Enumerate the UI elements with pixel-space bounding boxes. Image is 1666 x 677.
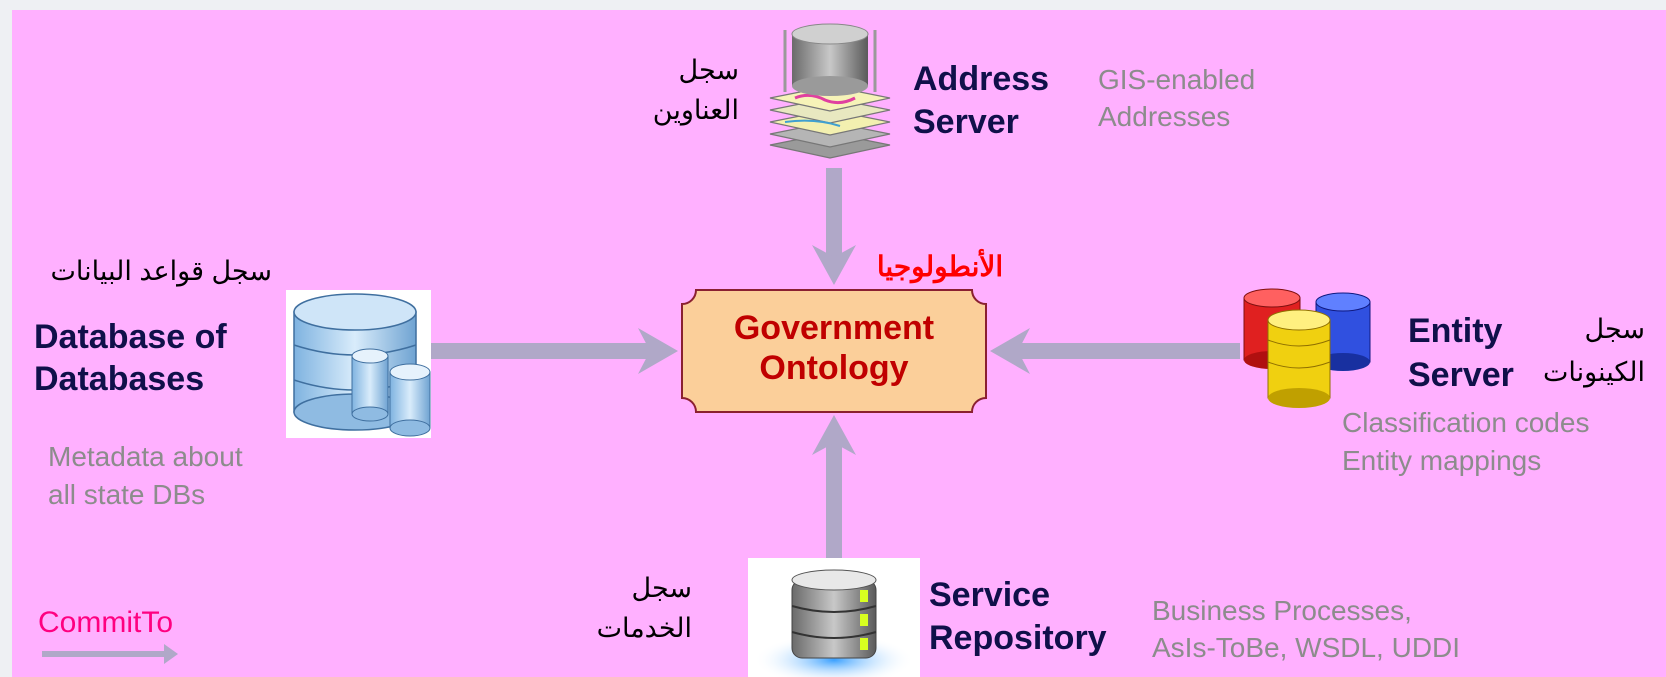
entity-server-title-line1: Entity <box>1408 312 1503 350</box>
address-server-title-line2: Server <box>913 103 1019 141</box>
database-title-line2: Databases <box>34 360 205 398</box>
colored-databases-icon <box>1240 288 1376 412</box>
address-note-line1: GIS-enabled <box>1098 64 1256 95</box>
database-arabic: سجل قواعد البيانات <box>50 256 272 286</box>
service-arabic-line2: الخدمات <box>596 613 692 643</box>
ontology-label-line1: Government <box>733 309 935 347</box>
server-disk-icon <box>748 558 920 677</box>
entity-arabic-line1: سجل <box>1584 314 1646 344</box>
entity-note-line1: Classification codes <box>1342 407 1590 438</box>
ontology-arabic-title: الأنطولوجيا <box>876 251 1004 282</box>
ontology-label: Government Ontology <box>676 308 992 388</box>
ontology-plaque <box>681 289 987 413</box>
database-stack-icon <box>286 290 431 438</box>
database-note-line1: Metadata about <box>48 441 243 472</box>
entity-note-line2: Entity mappings <box>1342 445 1542 476</box>
service-note-line2: AsIs-ToBe, WSDL, UDDI <box>1152 632 1461 663</box>
ontology-label-line2: Ontology <box>759 349 909 387</box>
arrow-address-to-ontology <box>812 168 856 285</box>
address-arabic-line2: العناوين <box>652 95 739 125</box>
layered-map-database-icon <box>769 23 891 159</box>
entity-server-title-line2: Server <box>1408 356 1514 394</box>
address-note-line2: Addresses <box>1098 101 1231 132</box>
service-arabic-line1: سجل <box>631 573 693 603</box>
database-note-line2: all state DBs <box>48 479 206 510</box>
arrow-entity-to-ontology <box>990 328 1240 374</box>
legend-label: CommitTo <box>38 606 174 639</box>
arrow-database-to-ontology <box>428 328 678 374</box>
address-server-title-line1: Address <box>913 60 1050 98</box>
service-repository-title-line1: Service <box>929 576 1050 614</box>
address-arabic-line1: سجل <box>678 55 740 85</box>
entity-arabic-line2: الكينونات <box>1542 357 1645 387</box>
service-repository-title-line2: Repository <box>929 619 1107 657</box>
legend-arrow <box>42 644 178 664</box>
service-note-line1: Business Processes, <box>1152 595 1412 626</box>
database-title-line1: Database of <box>34 318 227 356</box>
